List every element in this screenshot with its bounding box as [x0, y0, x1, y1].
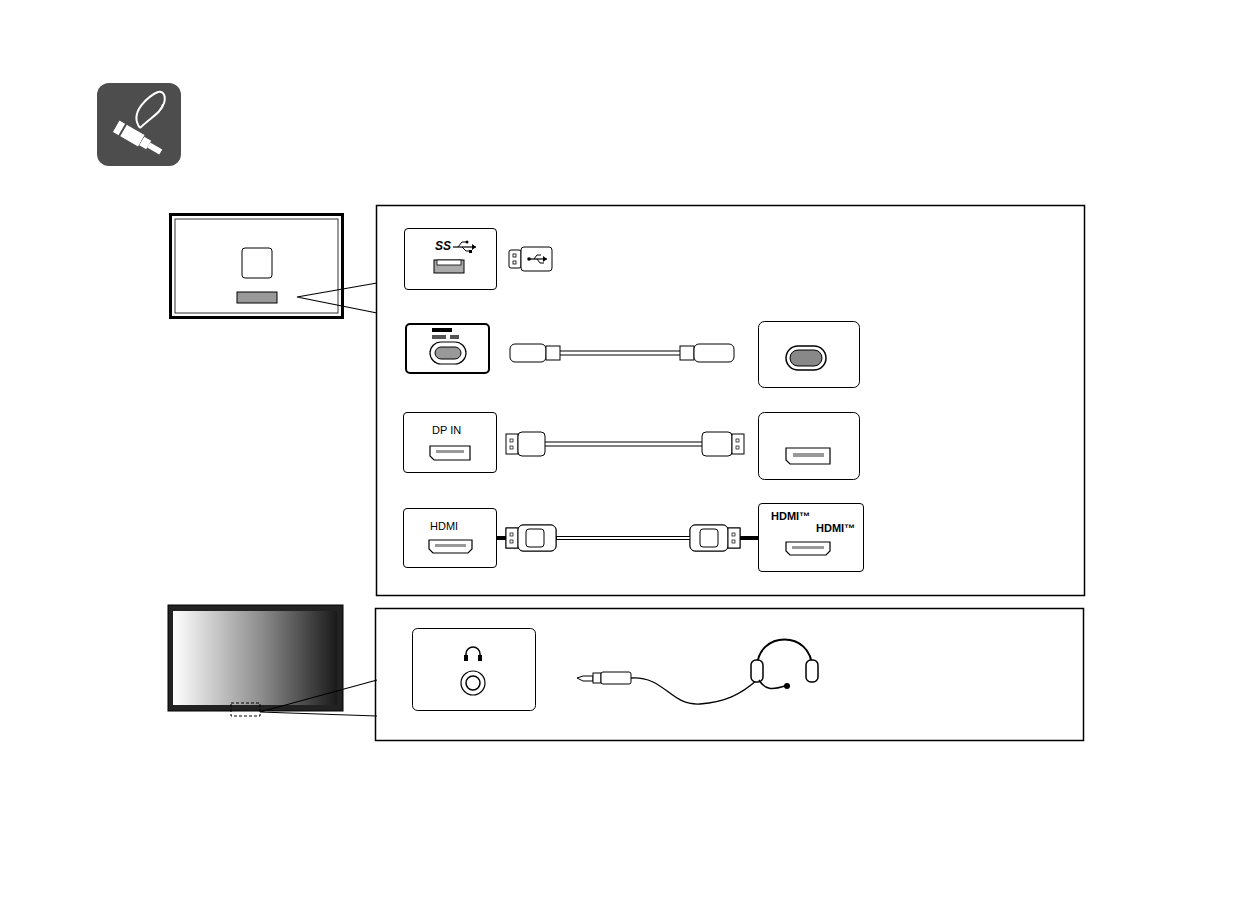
usb-a-port-box: SS — [404, 228, 497, 290]
monitor-front — [168, 605, 343, 716]
port-label: SS — [435, 240, 451, 253]
dp-port — [430, 446, 470, 460]
headset — [577, 640, 818, 705]
port-panel — [377, 206, 1085, 596]
usb-c-port — [406, 324, 489, 373]
port-label: HDMI™ — [816, 522, 855, 534]
pc-dp-port — [759, 413, 860, 480]
leader-line — [297, 283, 377, 313]
hdmi-plugs-front — [506, 525, 740, 551]
pc-usb-c-port — [759, 322, 860, 388]
hdmi-port — [429, 540, 472, 553]
usb-c-cable — [510, 344, 734, 362]
port-label: HDMI — [430, 520, 458, 532]
hdmi-port-box: HDMI — [403, 508, 497, 568]
pc-hdmi-port-box: HDMI™ HDMI™ — [758, 503, 864, 572]
pc-hdmi-port — [786, 542, 830, 555]
port-label: DP IN — [432, 424, 461, 436]
headphone-jack — [413, 629, 536, 711]
usb-stick — [509, 247, 552, 271]
monitor-back — [171, 215, 343, 318]
usb-a-port — [434, 241, 476, 274]
port-label: HDMI™ — [771, 510, 810, 522]
dp-cable — [506, 432, 744, 456]
dp-in-port-box: DP IN — [403, 412, 497, 473]
cable-icon — [97, 83, 181, 166]
hdmi-plugs — [506, 525, 740, 551]
leader-line — [260, 680, 377, 716]
audio-panel — [376, 609, 1084, 741]
cable-core — [557, 537, 690, 539]
